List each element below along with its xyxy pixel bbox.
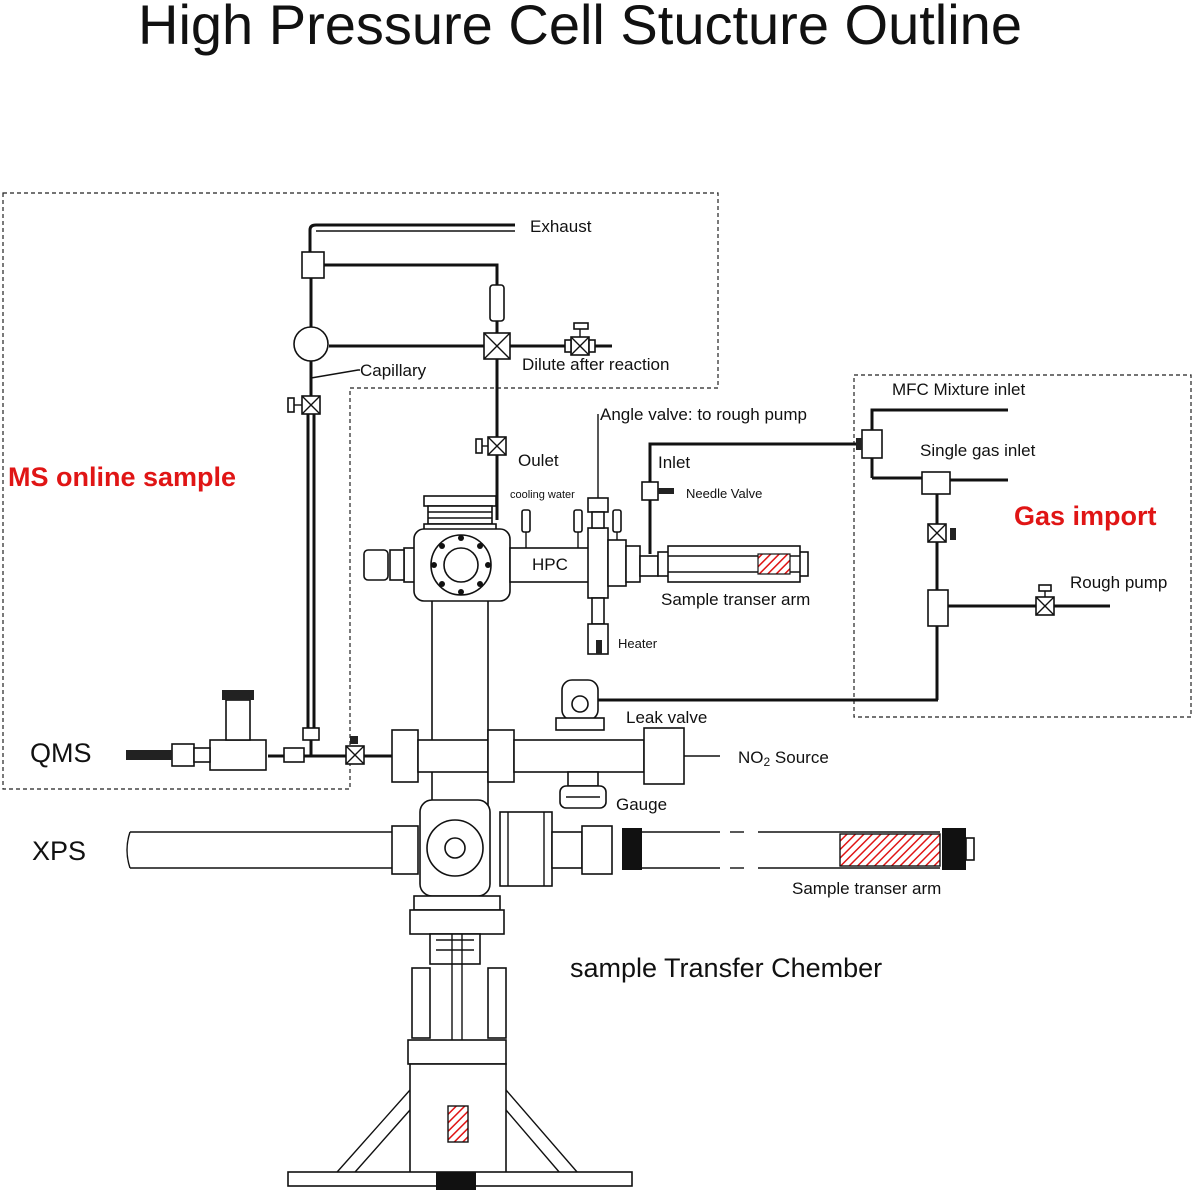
mfc-inlet-label: MFC Mixture inlet (892, 380, 1025, 399)
transfer-mechanism (429, 933, 481, 965)
dilute-label: Dilute after reaction (522, 355, 669, 374)
qms-label: QMS (30, 738, 92, 768)
filter-icon (489, 284, 505, 322)
angle-valve-label: Angle valve: to rough pump (600, 405, 807, 424)
xps-label: XPS (32, 836, 86, 866)
inlet-pipe (648, 442, 864, 482)
tee-fitting-icon (301, 251, 325, 279)
valve-icon (861, 429, 883, 459)
valve-icon (475, 436, 507, 456)
valve-icon (1035, 584, 1055, 616)
hpc-body (509, 547, 591, 583)
diagram-title: High Pressure Cell Stucture Outline (138, 0, 1022, 56)
qms-probe (126, 750, 172, 760)
sample-arm-lower-label: Sample transer arm (792, 879, 941, 898)
mfc-inlet-pipe (870, 408, 1008, 430)
ms-online-sample-label: MS online sample (8, 462, 236, 492)
needle-valve-icon (641, 481, 659, 501)
sample-arm-upper-label: Sample transer arm (661, 590, 810, 609)
oulet-label: Oulet (518, 451, 559, 470)
no2-source-tube (513, 739, 645, 773)
capillary-label: Capillary (360, 361, 427, 380)
heater-label: Heater (618, 636, 658, 651)
angle-valve-icon (587, 497, 609, 513)
qms-valve-body (209, 739, 267, 771)
tee-fitting-icon (927, 589, 949, 627)
capillary-leader (310, 369, 360, 379)
valve-icon (564, 322, 596, 356)
dilute-feed-pipe (324, 263, 499, 285)
transfer-chamber-label: sample Transfer Chember (570, 953, 882, 983)
flange-icon (423, 495, 497, 507)
xps-tube (126, 831, 392, 869)
sample-holder-icon (447, 1105, 469, 1143)
gas-import-region-outline (853, 374, 1192, 718)
needle-valve-label: Needle Valve (686, 486, 762, 501)
hpc-label: HPC (532, 555, 568, 574)
sample-holder-icon (757, 553, 791, 575)
ms-region-outline (2, 192, 719, 790)
cooling-water-label: cooling water (510, 489, 575, 501)
leak-valve-label: Leak valve (626, 708, 707, 727)
exhaust-pipe (308, 223, 515, 252)
valve-icon (287, 395, 321, 415)
valve-icon (927, 523, 956, 543)
no2-source-label: NO2 Source (738, 748, 829, 769)
single-gas-label: Single gas inlet (920, 441, 1036, 460)
exhaust-label: Exhaust (530, 217, 592, 236)
sampling-sphere-icon (293, 326, 329, 362)
gauge-label: Gauge (616, 795, 667, 814)
rough-pump-label: Rough pump (1070, 573, 1167, 592)
inlet-label: Inlet (658, 453, 690, 472)
stand-legs (329, 1089, 585, 1181)
tee-fitting-icon (921, 471, 951, 495)
gas-import-label: Gas import (1014, 501, 1157, 531)
sample-holder-icon (839, 833, 941, 867)
